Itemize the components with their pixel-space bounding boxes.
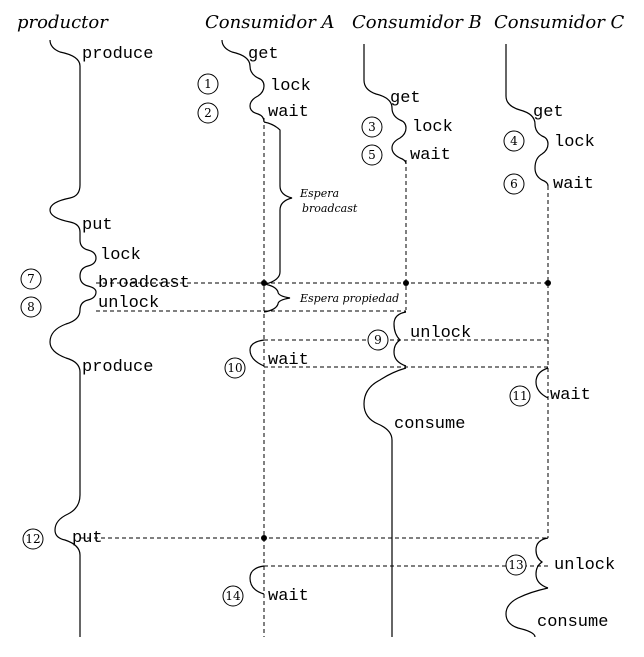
consumidor-b-lifeline <box>363 44 407 165</box>
step-marker-5: 5 <box>361 144 383 166</box>
step-number: 10 <box>227 361 242 375</box>
consumidor-c-consume-brace <box>505 587 549 638</box>
step-marker-14: 14 <box>222 585 244 607</box>
step-marker-2: 2 <box>197 102 219 124</box>
consumidor-c-unlock-brace <box>535 537 549 589</box>
step-marker-3: 3 <box>361 116 383 138</box>
productor-broadcast: broadcast <box>98 274 190 293</box>
consumidor-a-lifeline <box>221 39 265 123</box>
annotation-espera-propiedad: Espera propiedad <box>299 292 399 305</box>
step-marker-1: 1 <box>197 73 219 95</box>
consumidor-c-unlock: unlock <box>554 556 615 575</box>
consumidor-a-get: get <box>248 45 279 64</box>
consumidor-b-lock: lock <box>412 118 453 137</box>
step-number: 3 <box>368 120 376 134</box>
step-number: 11 <box>512 389 527 403</box>
step-marker-12: 12 <box>22 528 44 550</box>
consumidor-b-consume-brace <box>363 367 407 637</box>
consumidor-a-wait-brace <box>263 121 293 285</box>
consumidor-b-unlock: unlock <box>410 324 471 343</box>
productor-put-1: put <box>82 216 113 235</box>
step-marker-10: 10 <box>224 357 246 379</box>
consumidor-a-wait-2: wait <box>268 351 309 370</box>
put-dot-a <box>261 535 267 541</box>
step-marker-6: 6 <box>503 173 525 195</box>
consumidor-a-lock: lock <box>270 77 311 96</box>
step-marker-13: 13 <box>505 554 527 576</box>
step-number: 6 <box>510 177 518 191</box>
productor-unlock: unlock <box>98 294 159 313</box>
step-marker-7: 7 <box>20 268 42 290</box>
consumidor-c-wait-1: wait <box>553 175 594 194</box>
consumidor-c-get: get <box>533 103 564 122</box>
step-marker-4: 4 <box>503 130 525 152</box>
step-number: 12 <box>25 532 40 546</box>
consumidor-a-propiedad-brace <box>263 283 291 313</box>
consumidor-b-consume: consume <box>394 415 465 434</box>
header-productor: productor <box>17 12 109 33</box>
annotation-espera-broadcast-line-1: Espera <box>299 187 339 200</box>
step-number: 7 <box>27 272 35 286</box>
consumidor-b-wait: wait <box>410 146 451 165</box>
header-consumidor-b: Consumidor B <box>352 12 482 33</box>
step-number: 2 <box>204 106 212 120</box>
step-number: 8 <box>27 300 35 314</box>
consumidor-c-wait-2: wait <box>550 386 591 405</box>
productor-lifeline <box>49 39 97 637</box>
consumidor-a-wait2-brace <box>249 339 265 367</box>
annotation-espera-broadcast-line-2: broadcast <box>302 202 358 215</box>
consumidor-a-wait-3: wait <box>268 587 309 606</box>
step-marker-8: 8 <box>20 296 42 318</box>
consumidor-c-lifeline <box>505 44 549 187</box>
productor-lock: lock <box>100 246 141 265</box>
step-number: 4 <box>510 134 518 148</box>
consumidor-b-get: get <box>390 89 421 108</box>
broadcast-dot-b <box>403 280 409 286</box>
productor-put-2: put <box>72 529 103 548</box>
step-number: 5 <box>368 148 376 162</box>
broadcast-dot-c <box>545 280 551 286</box>
header-consumidor-c: Consumidor C <box>494 12 625 33</box>
step-number: 9 <box>374 333 382 347</box>
productor-produce-1: produce <box>82 45 153 64</box>
consumidor-c-lock: lock <box>554 133 595 152</box>
consumidor-b-unlock-brace <box>393 311 407 367</box>
step-marker-9: 9 <box>367 329 389 351</box>
step-number: 13 <box>508 558 523 572</box>
consumidor-a-wait3-brace <box>249 565 265 595</box>
consumidor-c-consume: consume <box>537 613 608 632</box>
broadcast-dot-a <box>261 280 267 286</box>
step-number: 14 <box>225 589 241 603</box>
step-number: 1 <box>204 77 212 91</box>
step-marker-11: 11 <box>509 385 531 407</box>
header-consumidor-a: Consumidor A <box>205 12 335 33</box>
consumidor-a-wait-1: wait <box>268 103 309 122</box>
consumidor-c-wait-brace <box>535 367 549 399</box>
productor-produce-2: produce <box>82 358 153 377</box>
